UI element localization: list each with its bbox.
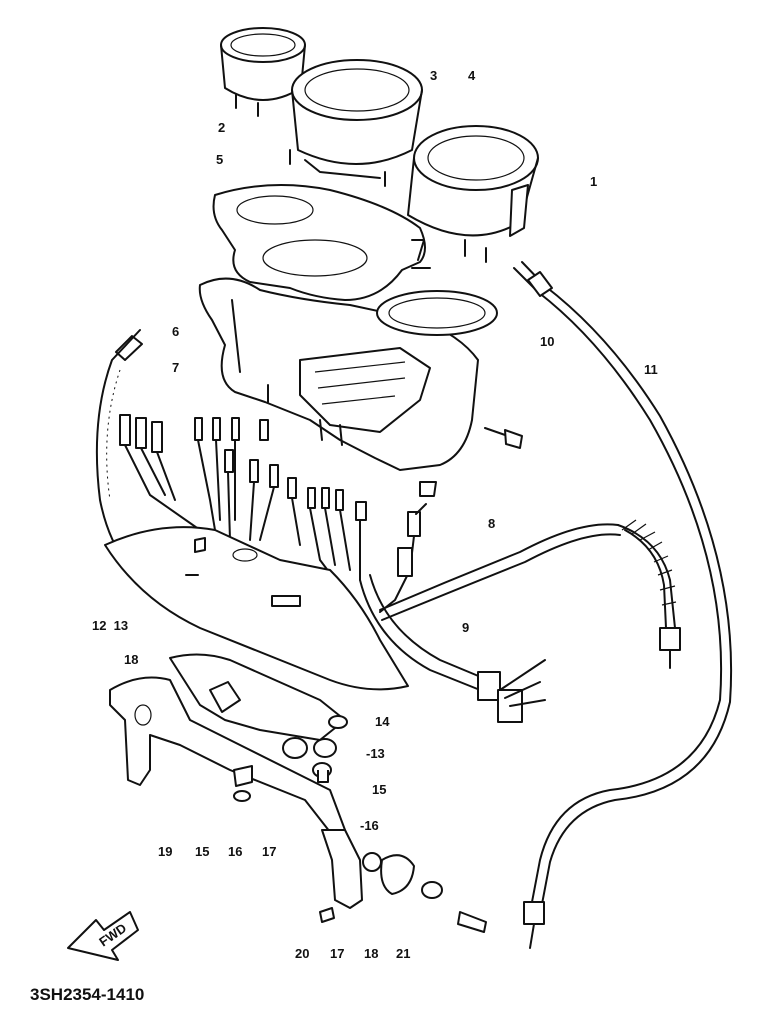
label-13-right: -13: [366, 746, 385, 761]
label-18-upper: 18: [124, 652, 138, 667]
screw-part: [415, 427, 523, 515]
meter-ring: [376, 290, 498, 336]
label-6: 6: [172, 324, 179, 339]
label-19: 19: [158, 844, 172, 859]
label-16-bottom: 16: [228, 844, 242, 859]
label-3: 3: [430, 68, 437, 83]
label-12-13: 12 13: [92, 618, 128, 633]
label-2: 2: [218, 120, 225, 135]
speedometer-cable: [379, 519, 681, 669]
label-17-bottom: 17: [262, 844, 276, 859]
wire-cover-plate: [104, 526, 409, 691]
label-10: 10: [540, 334, 554, 349]
label-14: 14: [375, 714, 390, 729]
label-20: 20: [295, 946, 309, 961]
label-9: 9: [462, 620, 469, 635]
meter-right-gauge: [407, 125, 539, 263]
forward-arrow-icon: FWD: [67, 911, 139, 961]
speedometer-center-gauge: [289, 59, 423, 187]
label-18-lower: 18: [364, 946, 378, 961]
meter-upper-cover: [212, 184, 431, 301]
callout-labels: 1 2 3 4 5 6 7 8 9 10 11 12 13 18 14 -13 …: [92, 68, 658, 961]
main-wire-harness: [359, 574, 546, 723]
label-16-right: -16: [360, 818, 379, 833]
meter-stay-bracket: [109, 653, 346, 833]
tachometer-small-gauge: [220, 27, 306, 117]
diagram-code: 3SH2354-1410: [30, 985, 144, 1004]
label-4: 4: [468, 68, 476, 83]
label-5: 5: [216, 152, 223, 167]
damper-set-upper: [233, 715, 348, 802]
label-1: 1: [590, 174, 597, 189]
label-17-lower: 17: [330, 946, 344, 961]
label-15-bottom: 15: [195, 844, 209, 859]
tachometer-cable: [513, 261, 733, 949]
indicator-panel: [299, 347, 431, 433]
wiring-connectors: [119, 414, 421, 613]
label-7: 7: [172, 360, 179, 375]
label-8: 8: [488, 516, 495, 531]
label-21: 21: [396, 946, 410, 961]
label-11: 11: [644, 362, 658, 377]
lower-mount-bracket: [319, 829, 487, 933]
label-15-right: 15: [372, 782, 386, 797]
